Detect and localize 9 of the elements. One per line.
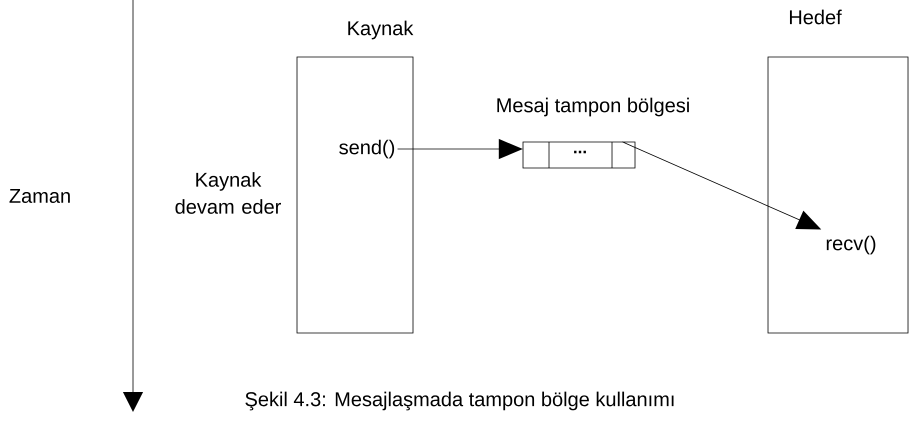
- function-label: recv(): [826, 236, 876, 254]
- caption: Şekil 4.3: Mesajlaşmada tampon bölge kullanımı: [245, 392, 674, 410]
- node-label: Hedef: [790, 10, 842, 24]
- text-label: Zaman: [10, 189, 70, 203]
- buffer-label: Mesaj tampon bölgesi: [497, 98, 689, 116]
- text-label: Kaynak devam eder: [176, 172, 281, 214]
- buffer-drawing: ...: [522, 142, 636, 168]
- function-label: send(): [339, 140, 394, 158]
- node-label: Kaynak: [348, 20, 414, 40]
